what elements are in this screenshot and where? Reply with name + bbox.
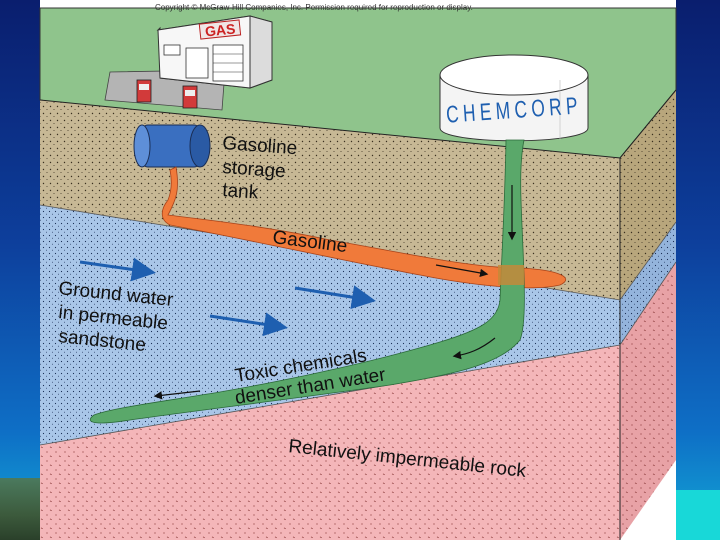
- gasoline-plume: [161, 166, 567, 289]
- tank-label-line2: storage: [222, 157, 287, 182]
- gas-pump: [136, 79, 198, 109]
- gas-sign: GAS: [204, 20, 236, 39]
- toxic-flow-arrow: [153, 390, 201, 400]
- gasoline-storage-tank: [133, 124, 211, 168]
- gas-station: [156, 15, 273, 89]
- groundwater-arrow: [294, 285, 376, 310]
- background-corner-right: [674, 490, 720, 540]
- mixing-zone: [498, 265, 524, 285]
- tank-label-line3: tank: [222, 180, 260, 203]
- groundwater-arrow: [79, 257, 156, 282]
- toxic-plume: [89, 139, 525, 424]
- tank-label-line1: Gasoline: [222, 133, 298, 159]
- background-corner-left: [0, 478, 44, 540]
- gasoline-flow-arrow: [435, 264, 489, 278]
- toxic-curve-arrow: [452, 337, 496, 360]
- groundwater-arrow: [209, 312, 288, 337]
- copyright-notice: Copyright © McGraw-Hill Companies, Inc. …: [155, 3, 473, 12]
- chemcorp-tank: [439, 54, 589, 142]
